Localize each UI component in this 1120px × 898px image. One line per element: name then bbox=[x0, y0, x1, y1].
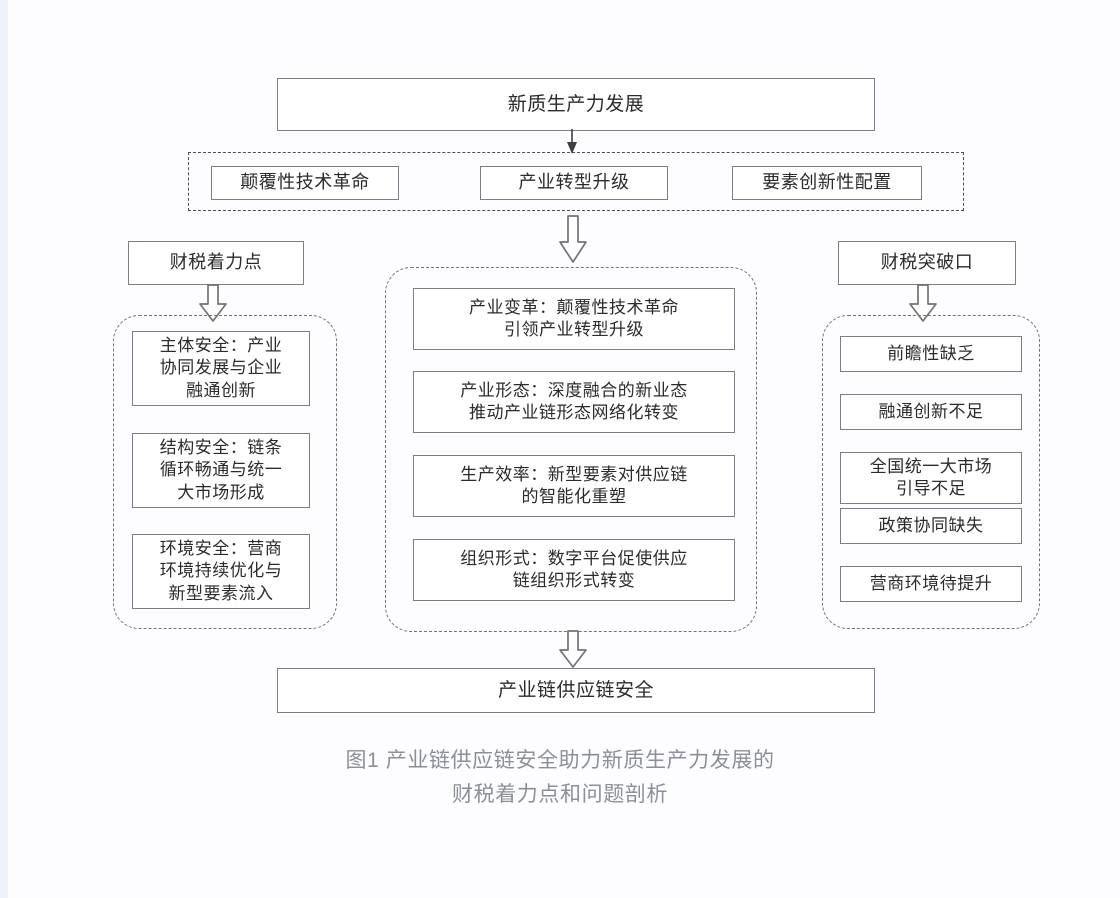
arrow-drivers-to-center bbox=[559, 215, 587, 263]
node-center-organization-form: 组织形式：数字平台促使供应 链组织形式转变 bbox=[413, 539, 735, 601]
node-left-environment-security: 环境安全：营商 环境持续优化与 新型要素流入 bbox=[132, 534, 310, 609]
node-fiscal-focus-header: 财税着力点 bbox=[128, 241, 304, 285]
node-center-production-efficiency: 生产效率：新型要素对供应链 的智能化重塑 bbox=[413, 455, 735, 517]
node-right-unified-market-guidance: 全国统一大市场 引导不足 bbox=[840, 452, 1022, 504]
node-right-lack-of-foresight: 前瞻性缺乏 bbox=[840, 336, 1022, 372]
arrow-right-header-to-group bbox=[909, 284, 937, 322]
page-edge-strip bbox=[0, 0, 8, 898]
node-fiscal-breakthrough-header: 财税突破口 bbox=[838, 241, 1016, 285]
node-left-structure-security: 结构安全：链条 循环畅通与统一 大市场形成 bbox=[132, 433, 310, 508]
arrow-top-to-drivers bbox=[567, 129, 577, 154]
node-driver-factor-innovation-allocation: 要素创新性配置 bbox=[732, 166, 922, 200]
node-new-quality-productive-forces: 新质生产力发展 bbox=[277, 78, 875, 131]
node-supply-chain-security: 产业链供应链安全 bbox=[277, 668, 875, 713]
node-right-policy-coordination-missing: 政策协同缺失 bbox=[840, 508, 1022, 544]
drivers-group-container bbox=[188, 152, 964, 211]
node-driver-industrial-transformation: 产业转型升级 bbox=[480, 166, 668, 200]
node-right-business-environment: 营商环境待提升 bbox=[840, 566, 1022, 602]
node-center-industrial-form: 产业形态：深度融合的新业态 推动产业链形态网络化转变 bbox=[413, 371, 735, 433]
node-driver-disruptive-tech-revolution: 颠覆性技术革命 bbox=[211, 166, 399, 200]
node-center-industrial-change: 产业变革：颠覆性技术革命 引领产业转型升级 bbox=[413, 288, 735, 350]
node-right-insufficient-integrated-innovation: 融通创新不足 bbox=[840, 394, 1022, 430]
left-column-group-container bbox=[113, 315, 337, 629]
figure-caption: 图1 产业链供应链安全助力新质生产力发展的 财税着力点和问题剖析 bbox=[345, 749, 775, 807]
right-column-group-container bbox=[822, 315, 1040, 629]
node-left-subject-security: 主体安全：产业 协同发展与企业 融通创新 bbox=[132, 331, 310, 406]
arrow-center-to-bottom bbox=[559, 630, 587, 668]
arrow-left-header-to-group bbox=[199, 284, 227, 322]
